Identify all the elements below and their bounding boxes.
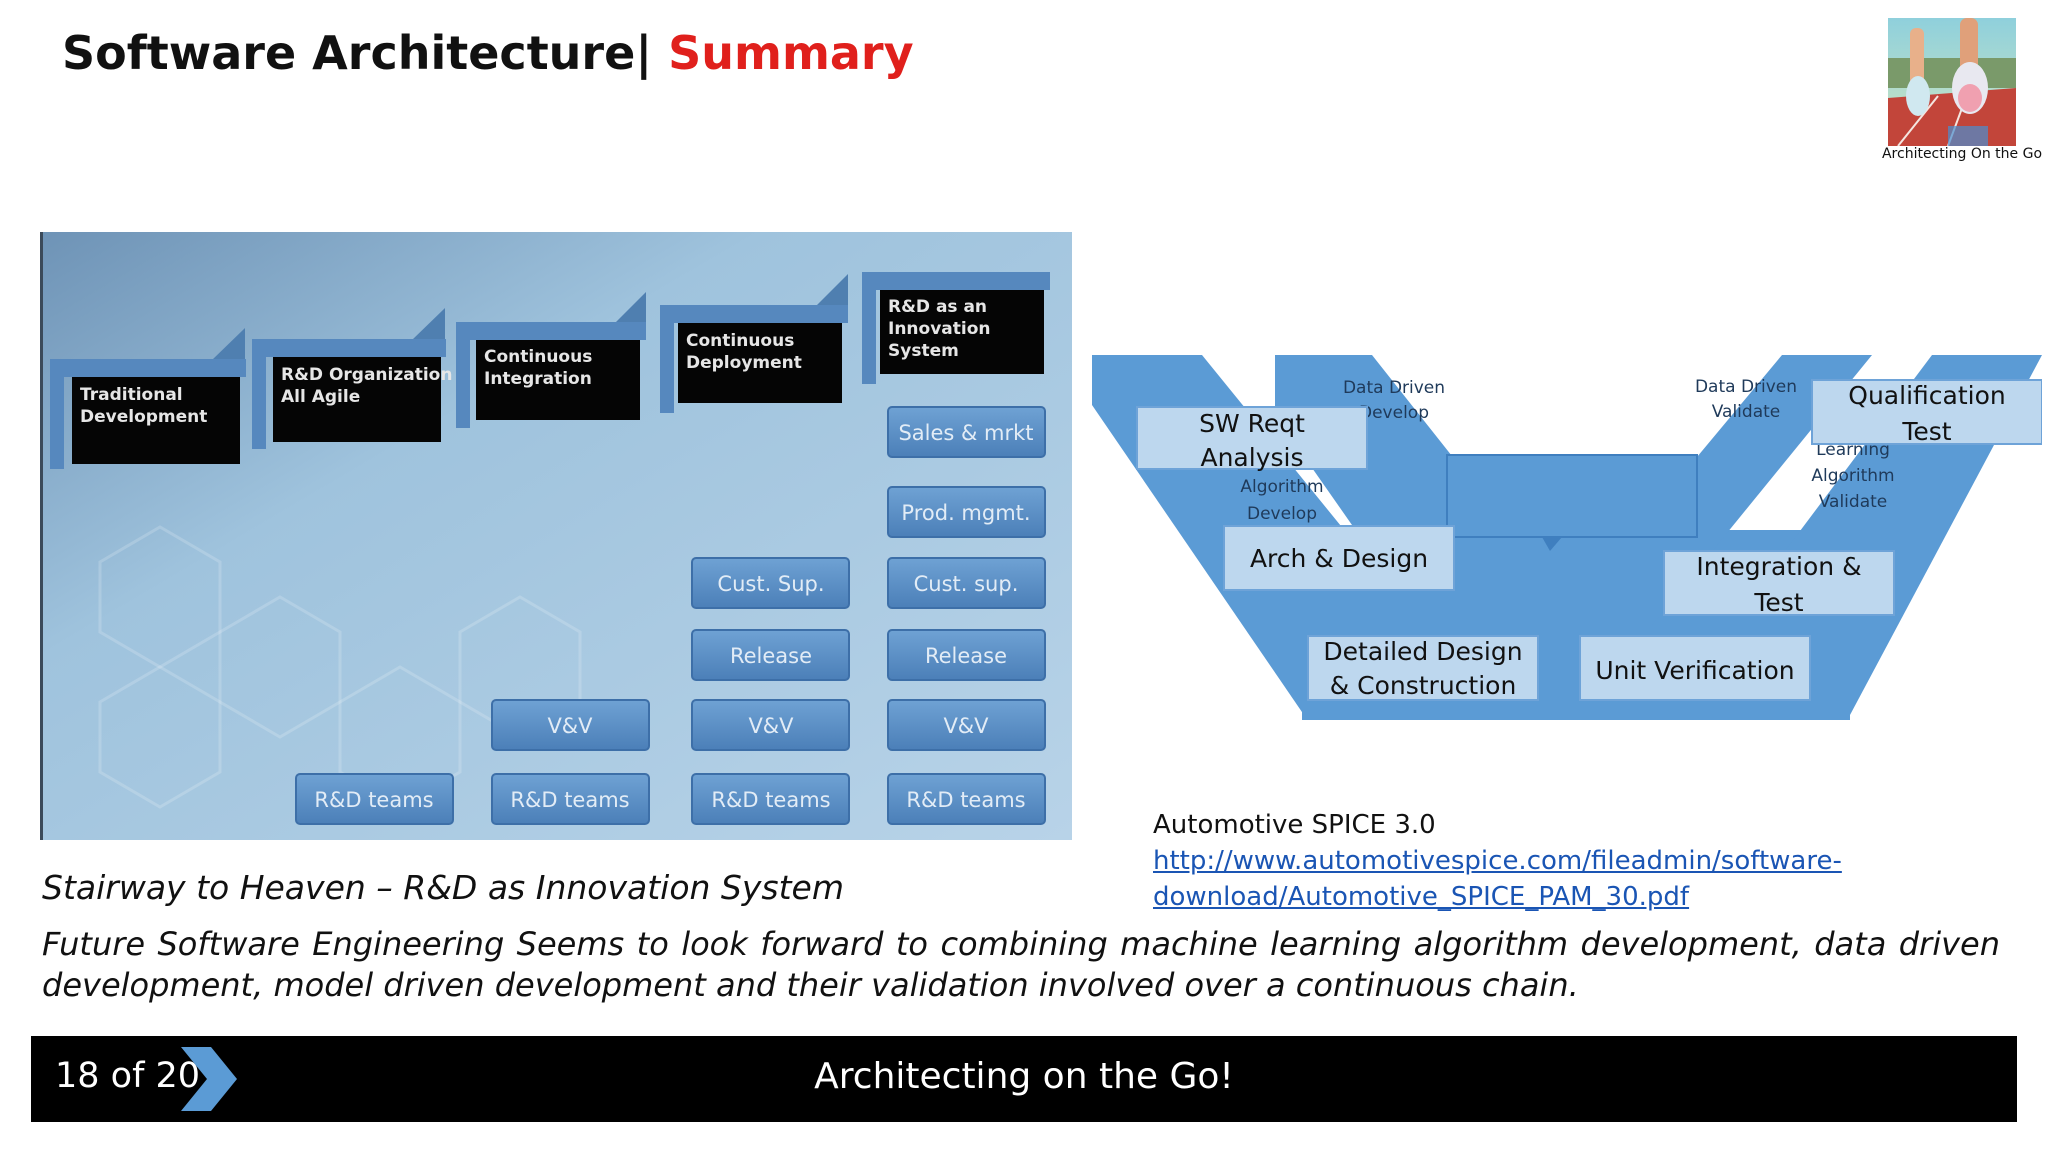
box-rd-teams-3: R&D teams <box>691 773 850 825</box>
step5-line2: Innovation <box>888 319 991 339</box>
box-release-1: Release <box>691 629 850 681</box>
step2-line2: All Agile <box>281 387 360 407</box>
spice-link-line2[interactable]: download/Automotive_SPICE_PAM_30.pdf <box>1153 882 1690 912</box>
step3-line2: Integration <box>484 369 592 389</box>
svg-text:Prod. mgmt.: Prod. mgmt. <box>901 501 1030 525</box>
chevron-right-icon <box>181 1047 237 1111</box>
svg-text:Unit Verification: Unit Verification <box>1595 656 1794 685</box>
svg-text:Arch & Design: Arch & Design <box>1250 544 1428 573</box>
spice-title: Automotive SPICE 3.0 <box>1153 810 1436 840</box>
box-cust-sup-1: Cust. Sup. <box>691 557 850 609</box>
step4-line1: Continuous <box>686 331 794 351</box>
title-accent: Summary <box>668 26 914 80</box>
step2-line1: R&D Organization <box>281 365 452 385</box>
svg-text:R&D teams: R&D teams <box>906 788 1025 812</box>
footer-bar: 18 of 20 Architecting on the Go! <box>31 1036 2017 1122</box>
svg-text:Cust. Sup.: Cust. Sup. <box>717 572 824 596</box>
box-sales-mrkt: Sales & mrkt <box>887 406 1046 458</box>
detailed-design-box: Detailed Design& Construction <box>1307 635 1539 701</box>
box-rd-teams-2: R&D teams <box>491 773 650 825</box>
svg-text:Detailed Design& Construction: Detailed Design& Construction <box>1323 637 1522 700</box>
unit-verification-box: Unit Verification <box>1579 635 1811 701</box>
runner-logo-icon <box>1888 18 2016 147</box>
box-cust-sup-2: Cust. sup. <box>887 557 1046 609</box>
spice-link-line1[interactable]: http://www.automotivespice.com/fileadmin… <box>1153 846 1842 876</box>
svg-text:Cust. sup.: Cust. sup. <box>914 572 1019 596</box>
arch-design-box: Arch & Design <box>1223 525 1455 591</box>
footer-title: Architecting on the Go! <box>814 1056 1234 1097</box>
step4-line2: Deployment <box>686 353 802 373</box>
stairway-caption: Stairway to Heaven – R&D as Innovation S… <box>42 868 844 907</box>
page-counter: 18 of 20 <box>55 1056 201 1096</box>
logo-caption: Architecting On the Go <box>1881 146 2043 162</box>
box-release-2: Release <box>887 629 1046 681</box>
step1-line1: Traditional <box>80 385 183 405</box>
svg-text:R&D teams: R&D teams <box>510 788 629 812</box>
svg-text:Integration &Test: Integration &Test <box>1696 552 1861 617</box>
box-vv-3: V&V <box>887 699 1046 751</box>
step1-line2: Development <box>80 407 207 427</box>
svg-text:R&D teams: R&D teams <box>314 788 433 812</box>
slide-title: Software Architecture| Summary <box>62 26 914 80</box>
svg-text:Release: Release <box>925 644 1007 668</box>
summary-paragraph: Future Software Engineering Seems to loo… <box>42 925 2000 1004</box>
box-vv-1: V&V <box>491 699 650 751</box>
box-rd-teams-1: R&D teams <box>295 773 454 825</box>
svg-text:V&V: V&V <box>547 714 593 738</box>
step5-line3: System <box>888 341 959 361</box>
box-prod-mgmt: Prod. mgmt. <box>887 486 1046 538</box>
svg-text:Release: Release <box>730 644 812 668</box>
box-vv-2: V&V <box>691 699 850 751</box>
integration-test-box: Integration &Test <box>1663 550 1895 617</box>
logo-image <box>1888 18 2016 147</box>
svg-text:V&V: V&V <box>943 714 989 738</box>
svg-text:V&V: V&V <box>748 714 794 738</box>
step3-line1: Continuous <box>484 347 592 367</box>
box-rd-teams-4: R&D teams <box>887 773 1046 825</box>
svg-text:R&D teams: R&D teams <box>711 788 830 812</box>
step5-line1: R&D as an <box>888 297 987 317</box>
title-main: Software Architecture| <box>62 26 653 80</box>
svg-text:Sales & mrkt: Sales & mrkt <box>898 421 1033 445</box>
